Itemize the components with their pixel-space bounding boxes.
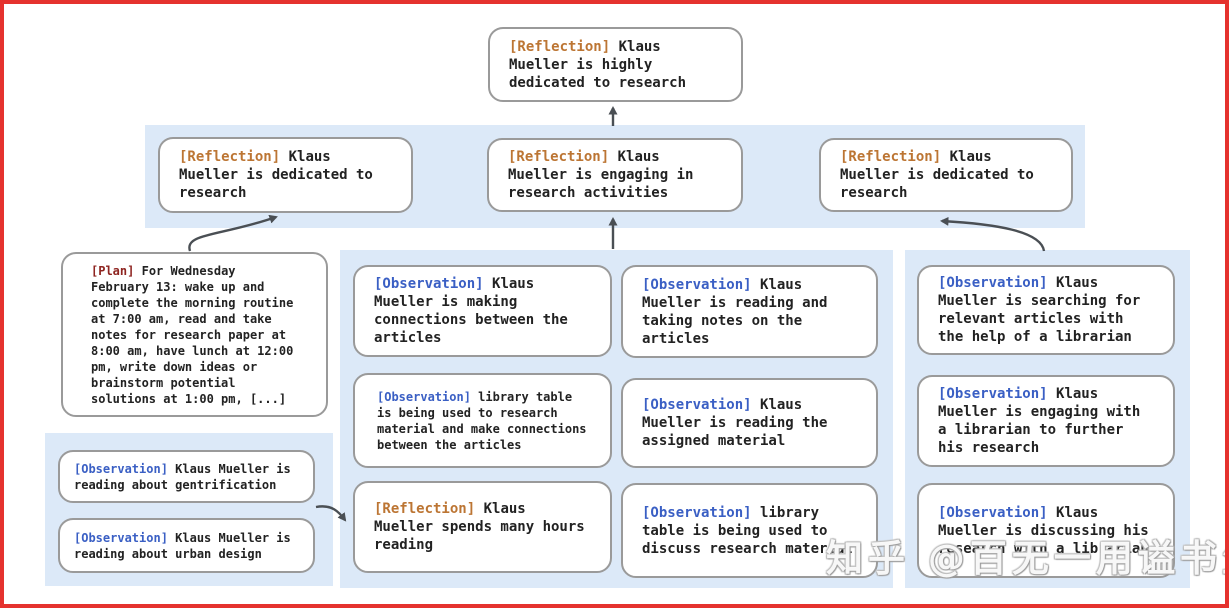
node-text-block: [Observation] Klaus Mueller is making co… bbox=[374, 275, 591, 347]
node-text: Klaus Mueller is searching for relevant … bbox=[938, 275, 1141, 345]
node-obs-taking-notes: [Observation] Klaus Mueller is reading a… bbox=[621, 265, 878, 358]
node-text-block: [Observation] Klaus Mueller is searching… bbox=[938, 274, 1154, 346]
node-text: Klaus Mueller is engaging with a librari… bbox=[938, 386, 1141, 456]
node-text: Klaus Mueller is making connections betw… bbox=[374, 276, 568, 346]
node-text-block: [Reflection] Klaus Mueller is highly ded… bbox=[509, 38, 722, 92]
node-text: library table is being used to discuss r… bbox=[642, 504, 853, 557]
node-text-block: [Observation] Klaus Mueller is reading a… bbox=[74, 530, 299, 562]
node-text-block: [Observation] library table is being use… bbox=[642, 504, 857, 558]
node-reflection-hours-reading: [Reflection] Klaus Mueller spends many h… bbox=[353, 481, 612, 573]
node-text-block: [Reflection] Klaus Mueller is dedicated … bbox=[179, 148, 392, 202]
node-reflection-engaging: [Reflection] Klaus Mueller is engaging i… bbox=[487, 138, 743, 212]
observation-tag: [Observation] bbox=[374, 276, 484, 292]
node-text-block: [Observation] Klaus Mueller is reading a… bbox=[74, 461, 299, 493]
node-text-block: [Plan] For Wednesday February 13: wake u… bbox=[91, 263, 298, 407]
node-plan-wednesday: [Plan] For Wednesday February 13: wake u… bbox=[61, 252, 328, 417]
node-text: Klaus Mueller is reading the assigned ma… bbox=[642, 397, 828, 449]
observation-tag: [Observation] bbox=[938, 504, 1048, 521]
node-text: For Wednesday February 13: wake up and c… bbox=[91, 263, 294, 406]
node-text: Klaus Mueller spends many hours reading bbox=[374, 501, 585, 553]
observation-tag: [Observation] bbox=[642, 397, 752, 413]
node-text: Klaus Mueller is reading and taking note… bbox=[642, 276, 828, 347]
node-text-block: [Observation] library table is being use… bbox=[377, 389, 588, 453]
node-obs-library-table-discuss: [Observation] library table is being use… bbox=[621, 483, 878, 578]
node-text-block: [Reflection] Klaus Mueller is engaging i… bbox=[508, 148, 722, 202]
node-text: Klaus Mueller is dedicated to research bbox=[179, 149, 373, 201]
node-text: library table is being used to research … bbox=[377, 389, 587, 452]
observation-tag: [Observation] bbox=[938, 275, 1048, 291]
reflection-tag: [Reflection] bbox=[179, 149, 281, 165]
reflection-tag: [Reflection] bbox=[840, 149, 942, 165]
node-text-block: [Reflection] Klaus Mueller is dedicated … bbox=[840, 148, 1052, 202]
node-text-block: [Observation] Klaus Mueller is reading a… bbox=[642, 276, 857, 348]
node-text-block: [Observation] Klaus Mueller is discussin… bbox=[938, 504, 1154, 558]
node-text-block: [Observation] Klaus Mueller is engaging … bbox=[938, 385, 1154, 457]
observation-tag: [Observation] bbox=[74, 461, 168, 476]
plan-tag: [Plan] bbox=[91, 263, 135, 278]
node-reflection-highly-dedicated: [Reflection] Klaus Mueller is highly ded… bbox=[488, 27, 743, 102]
node-obs-making-connections: [Observation] Klaus Mueller is making co… bbox=[353, 265, 612, 357]
reflection-tag: [Reflection] bbox=[508, 149, 610, 165]
observation-tag: [Observation] bbox=[938, 386, 1048, 402]
node-obs-searching-articles: [Observation] Klaus Mueller is searching… bbox=[917, 265, 1175, 355]
node-obs-urban-design: [Observation] Klaus Mueller is reading a… bbox=[58, 518, 315, 573]
observation-tag: [Observation] bbox=[377, 389, 471, 404]
node-obs-library-table-research: [Observation] library table is being use… bbox=[353, 373, 612, 468]
node-reflection-dedicated-left: [Reflection] Klaus Mueller is dedicated … bbox=[158, 137, 413, 213]
node-text: Klaus Mueller is engaging in research ac… bbox=[508, 149, 694, 201]
node-text: Klaus Mueller is reading about urban des… bbox=[74, 530, 291, 561]
node-text-block: [Reflection] Klaus Mueller spends many h… bbox=[374, 500, 591, 554]
node-obs-engaging-librarian: [Observation] Klaus Mueller is engaging … bbox=[917, 375, 1175, 467]
observation-tag: [Observation] bbox=[642, 504, 752, 521]
reflection-tag: [Reflection] bbox=[374, 501, 476, 517]
node-obs-gentrification: [Observation] Klaus Mueller is reading a… bbox=[58, 450, 315, 503]
node-text: Klaus Mueller is dedicated to research bbox=[840, 149, 1034, 201]
node-obs-discussing-librarian: [Observation] Klaus Mueller is discussin… bbox=[917, 483, 1175, 578]
node-text: Klaus Mueller is discussing his research… bbox=[938, 504, 1149, 557]
node-reflection-dedicated-right: [Reflection] Klaus Mueller is dedicated … bbox=[819, 138, 1073, 212]
zhihu-watermark: 知乎 @百无一用谥书生 bbox=[826, 537, 1229, 580]
observation-tag: [Observation] bbox=[642, 276, 752, 293]
reflection-tag: [Reflection] bbox=[509, 38, 611, 55]
node-text: Klaus Mueller is highly dedicated to res… bbox=[509, 38, 687, 91]
node-obs-assigned-material: [Observation] Klaus Mueller is reading t… bbox=[621, 378, 878, 468]
observation-tag: [Observation] bbox=[74, 530, 168, 545]
node-text: Klaus Mueller is reading about gentrific… bbox=[74, 461, 291, 492]
node-text-block: [Observation] Klaus Mueller is reading t… bbox=[642, 396, 857, 450]
